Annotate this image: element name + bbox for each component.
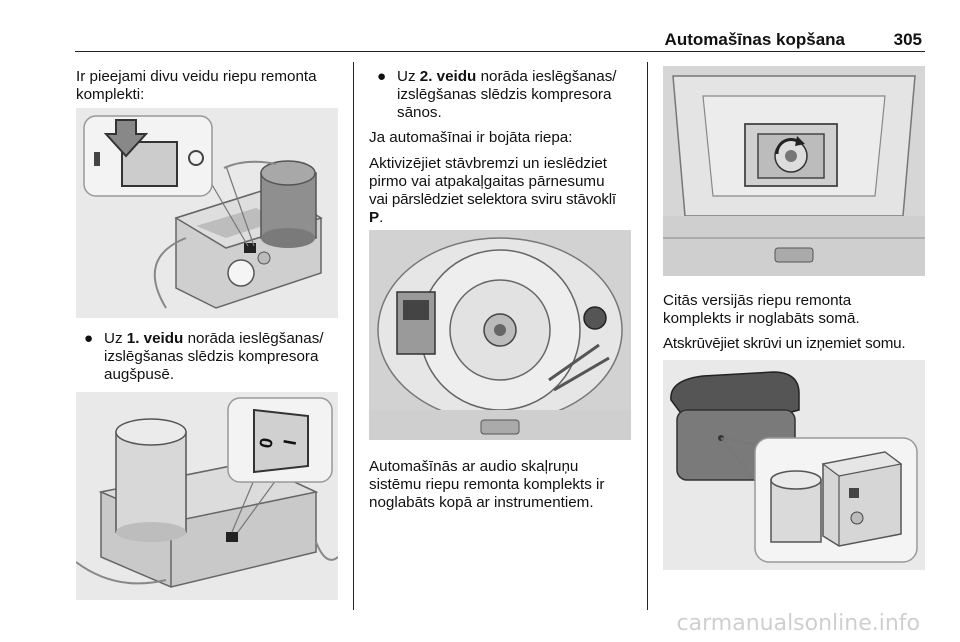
column-divider-2 (647, 62, 648, 610)
page-header: Automašīnas kopšana 305 (75, 30, 925, 50)
repair-kit-bag-illustration (663, 360, 925, 570)
header-divider (75, 51, 925, 52)
paragraph-brake-line-4: P. (369, 209, 384, 226)
switch-label-0: 0 (255, 436, 276, 449)
bullet-1-line-2: izslēgšanas slēdzis kompresora (104, 348, 319, 365)
caption-audio-line-1: Automašīnās ar audio skaļruņu (369, 458, 579, 475)
paragraph-flat-tyre: Ja automašīnai ir bojāta riepa: (369, 129, 573, 146)
bullet-2-line-1: Uz 2. veidu norāda ieslēgšanas/ (397, 68, 617, 85)
watermark: carmanualsonline.info (676, 611, 920, 636)
compressor-type1-illustration (76, 108, 338, 318)
intro-line-1: Ir pieejami divu veidu riepu remonta (76, 68, 317, 85)
switch-label-1: I (280, 438, 301, 446)
paragraph-brake-line-1: Aktivizējiet stāvbremzi un ieslēdziet (369, 155, 608, 172)
intro-line-2: komplekti: (76, 86, 145, 103)
column-divider-1 (353, 62, 354, 610)
page-number: 305 (893, 30, 922, 49)
paragraph-brake-line-2: pirmo vai atpakaļgaitas pārnesumu (369, 173, 605, 190)
bullet-2-line-3: sānos. (397, 104, 442, 121)
paragraph-unscrew: Atskrūvējiet skrūvi un izņemiet somu. (663, 335, 906, 352)
paragraph-bag-line-1: Citās versijās riepu remonta (663, 292, 852, 309)
bullet-1-line-1: Uz 1. veidu norāda ieslēgšanas/ (104, 330, 324, 347)
bullet-2-marker: ● (377, 68, 387, 85)
page-title: Automašīnas kopšana (664, 30, 845, 49)
paragraph-bag-line-2: komplekts ir noglabāts somā. (663, 310, 860, 327)
caption-audio-line-3: noglabāts kopā ar instrumentiem. (369, 494, 594, 511)
bullet-2-line-2: izslēgšanas slēdzis kompresora (397, 86, 612, 103)
compressor-type2-illustration: 0 I (76, 392, 338, 600)
boot-floor-compartment-illustration (663, 66, 925, 276)
bullet-1-marker: ● (84, 330, 94, 347)
caption-audio-line-2: sistēmu riepu remonta komplekts ir (369, 476, 605, 493)
bullet-1-line-3: augšpusē. (104, 366, 175, 383)
spare-wheel-well-audio-illustration (369, 230, 631, 440)
paragraph-brake-line-3: vai pārslēdziet selektora sviru stāvoklī (369, 191, 616, 208)
